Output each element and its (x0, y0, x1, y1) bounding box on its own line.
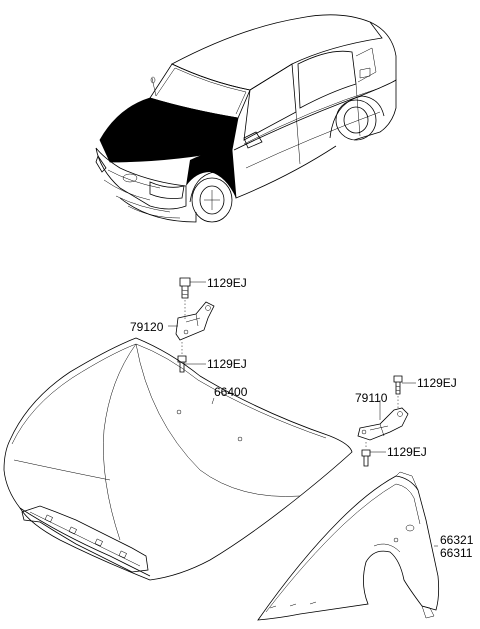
label-hinge-right: 79110 (355, 391, 388, 405)
hood-panel (3, 337, 353, 581)
label-bolt-top-right: 1129EJ (417, 376, 457, 390)
label-bolt-bottom-right: 1129EJ (387, 445, 427, 459)
hinge-left-assembly (168, 277, 215, 373)
fender-panel (257, 471, 440, 621)
part-labels: 1129EJ 79120 1129EJ 66400 1129EJ 79110 1… (130, 276, 474, 560)
car-overview (95, 14, 397, 223)
label-hinge-left: 79120 (130, 320, 164, 334)
label-hood-panel: 66400 (214, 385, 248, 399)
hinge-right-assembly (357, 375, 416, 467)
label-bolt-top-left: 1129EJ (207, 276, 247, 290)
label-bolt-bottom-left: 1129EJ (207, 357, 247, 371)
label-fender-rh: 66321 (440, 533, 474, 547)
label-fender-lh: 66311 (440, 546, 473, 560)
